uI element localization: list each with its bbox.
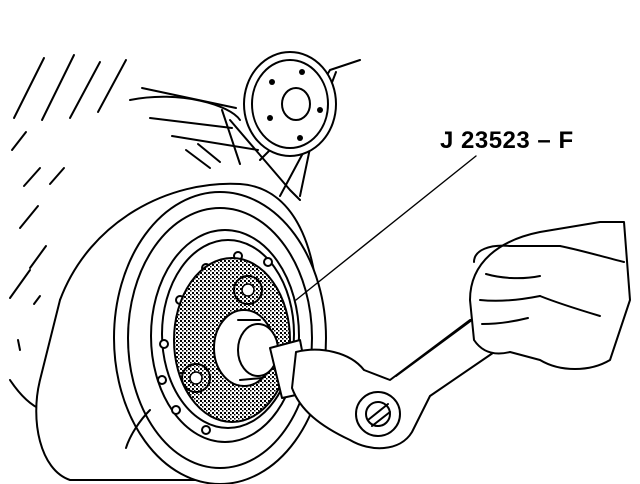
callout-leader-line (295, 155, 477, 301)
ratchet-handle (291, 317, 507, 450)
idler-pulley-bracket (221, 51, 361, 201)
ratchet-head (355, 391, 401, 437)
ratchet-wrench (269, 313, 507, 450)
puller-tool (173, 257, 291, 423)
tool-callout-label: J 23523 – F (440, 127, 574, 154)
idler-pulley-hub (281, 87, 311, 121)
hand (469, 221, 631, 370)
